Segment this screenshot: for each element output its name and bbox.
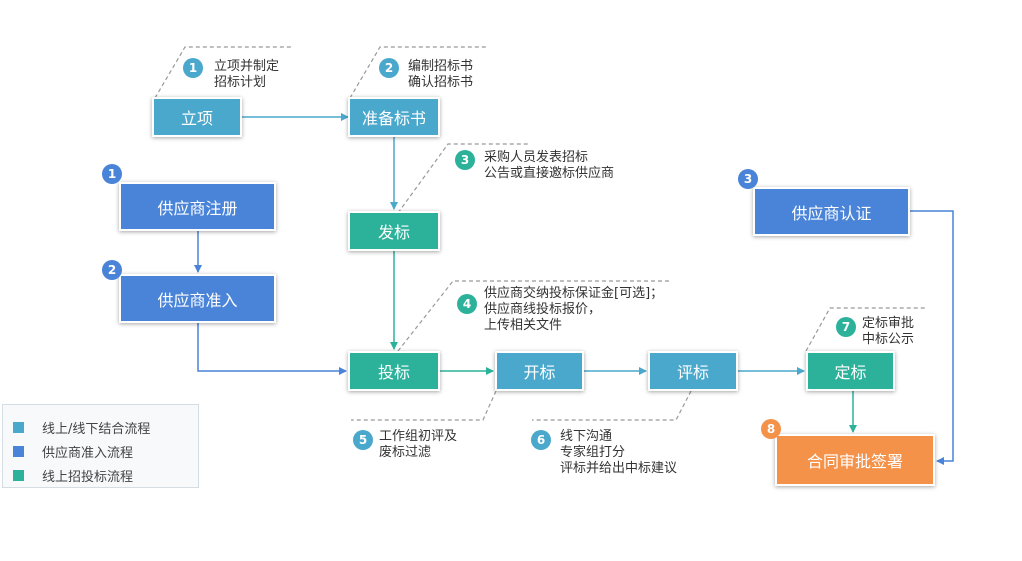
note-6-line-3: 评标并给出中标建议 <box>560 461 678 476</box>
legend-item-online-bidding: 线上招投标流程 <box>13 466 133 485</box>
step-badge-3: 3 <box>455 150 475 170</box>
note-7: 定标审批 中标公示 <box>862 316 914 348</box>
note-4-line-3: 上传相关文件 <box>484 318 563 333</box>
arrow-zhunru-to-toubiao <box>197 322 347 375</box>
leader-note-1 <box>154 46 292 99</box>
note-3-line-2: 公告或直接邀标供应商 <box>484 166 615 181</box>
note-4: 供应商交纳投标保证金[可选]； 供应商线投标报价， 上传相关文件 <box>484 286 663 334</box>
step-badge-6: 6 <box>531 430 551 450</box>
legend-item-online-offline: 线上/线下结合流程 <box>13 418 150 437</box>
legend-swatch-blue <box>13 446 24 457</box>
node-gys-zhuce[interactable]: 供应商注册 <box>119 182 276 231</box>
step-badge-8: 8 <box>761 419 781 439</box>
note-7-line-1: 定标审批 <box>862 316 915 331</box>
leader-note-4 <box>397 280 672 352</box>
legend: 线上/线下结合流程 供应商准入流程 线上招投标流程 <box>2 404 199 488</box>
supplier-badge-2: 2 <box>102 260 122 280</box>
note-1-line-2: 招标计划 <box>214 75 267 90</box>
legend-swatch-light-blue <box>13 422 24 433</box>
leader-note-6 <box>532 390 692 421</box>
note-5-line-1: 工作组初评及 <box>379 429 458 444</box>
note-2-line-1: 编制招标书 <box>408 59 474 74</box>
arrow-renzheng-to-hetong <box>910 210 954 465</box>
note-2: 编制招标书 确认招标书 <box>408 59 473 91</box>
note-1: 立项并制定 招标计划 <box>214 59 279 91</box>
note-4-line-1: 供应商交纳投标保证金[可选]； <box>484 286 664 301</box>
step-badge-2: 2 <box>379 58 399 78</box>
note-4-line-2: 供应商线投标报价， <box>484 302 602 317</box>
supplier-badge-1: 1 <box>102 164 122 184</box>
node-toubiao[interactable]: 投标 <box>348 351 440 391</box>
note-7-line-2: 中标公示 <box>862 332 915 347</box>
legend-label: 供应商准入流程 <box>42 446 134 461</box>
step-badge-7: 7 <box>836 317 856 337</box>
node-lixiang[interactable]: 立项 <box>152 97 242 137</box>
note-6: 线下沟通 专家组打分 评标并给出中标建议 <box>560 429 677 477</box>
node-zhunbei[interactable]: 准备标书 <box>348 97 440 137</box>
node-fabiao[interactable]: 发标 <box>348 211 440 251</box>
note-5-line-2: 废标过滤 <box>379 445 432 460</box>
step-badge-5: 5 <box>353 430 373 450</box>
note-2-line-2: 确认招标书 <box>408 75 474 90</box>
node-gys-renzheng[interactable]: 供应商认证 <box>753 187 910 236</box>
note-1-line-1: 立项并制定 <box>214 59 280 74</box>
legend-swatch-teal <box>13 470 24 481</box>
node-dingbiao[interactable]: 定标 <box>806 351 895 391</box>
note-5: 工作组初评及 废标过滤 <box>379 429 457 461</box>
legend-item-supplier: 供应商准入流程 <box>13 442 133 461</box>
leader-note-5 <box>351 390 497 421</box>
leader-note-2 <box>349 46 487 99</box>
supplier-badge-3: 3 <box>738 169 758 189</box>
note-3: 采购人员发表招标 公告或直接邀标供应商 <box>484 150 614 182</box>
node-hetong[interactable]: 合同审批签署 <box>775 434 935 486</box>
note-3-line-1: 采购人员发表招标 <box>484 150 589 165</box>
node-gys-zhunru[interactable]: 供应商准入 <box>119 274 276 323</box>
note-6-line-1: 线下沟通 <box>560 429 613 444</box>
note-6-line-2: 专家组打分 <box>560 445 626 460</box>
node-kaibiao[interactable]: 开标 <box>495 351 584 391</box>
legend-label: 线上招投标流程 <box>42 470 134 485</box>
node-pingbiao[interactable]: 评标 <box>648 351 738 391</box>
leader-note-7 <box>805 307 925 352</box>
step-badge-4: 4 <box>457 294 477 314</box>
leader-note-3 <box>397 143 528 214</box>
legend-label: 线上/线下结合流程 <box>42 422 151 437</box>
step-badge-1: 1 <box>183 58 203 78</box>
